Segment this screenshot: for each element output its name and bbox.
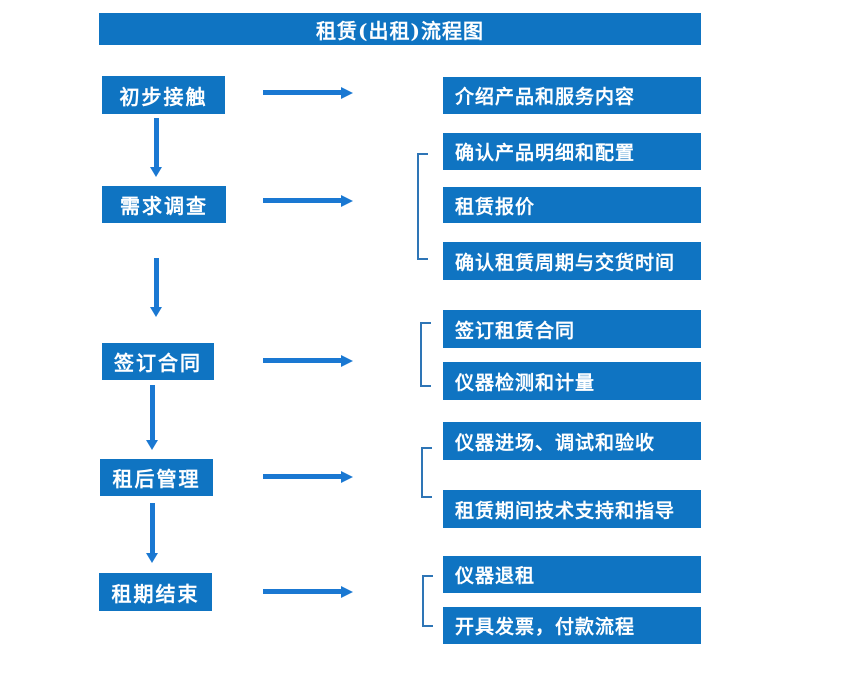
bracket-sign-contract [420, 322, 431, 387]
title-bar: 租赁(出租)流程图 [99, 13, 701, 45]
step-box-rental-end: 租期结束 [99, 573, 212, 611]
bracket-post-rental [421, 447, 432, 498]
right-arrow-icon [263, 355, 353, 367]
bracket-rental-end [422, 575, 433, 627]
down-arrow-icon [146, 503, 159, 563]
detail-box-instrument-setup-acceptance: 仪器进场、调试和验收 [443, 422, 701, 460]
step-box-sign-contract: 签订合同 [102, 343, 214, 380]
detail-box-sign-rental-contract: 签订租赁合同 [443, 310, 701, 348]
down-arrow-icon [150, 118, 163, 177]
step-box-demand-survey: 需求调查 [102, 186, 226, 223]
step-box-initial-contact: 初步接触 [102, 76, 225, 114]
detail-box-instrument-inspection: 仪器检测和计量 [443, 362, 701, 400]
right-arrow-icon [263, 471, 353, 483]
detail-box-tech-support: 租赁期间技术支持和指导 [443, 490, 701, 528]
down-arrow-icon [146, 385, 159, 450]
detail-box-invoice-payment: 开具发票，付款流程 [443, 607, 701, 644]
down-arrow-icon [150, 258, 163, 317]
page-title: 租赁(出租)流程图 [316, 18, 484, 43]
bracket-demand-survey [417, 153, 428, 260]
detail-box-introduce-products: 介绍产品和服务内容 [443, 77, 701, 114]
detail-box-confirm-period-delivery: 确认租赁周期与交货时间 [443, 242, 701, 280]
right-arrow-icon [263, 87, 353, 99]
right-arrow-icon [263, 586, 353, 598]
right-arrow-icon [263, 195, 353, 207]
detail-box-rental-quote: 租赁报价 [443, 187, 701, 223]
step-box-post-rental-management: 租后管理 [100, 459, 213, 496]
detail-box-instrument-return: 仪器退租 [443, 556, 701, 593]
detail-box-confirm-product-config: 确认产品明细和配置 [443, 133, 701, 170]
